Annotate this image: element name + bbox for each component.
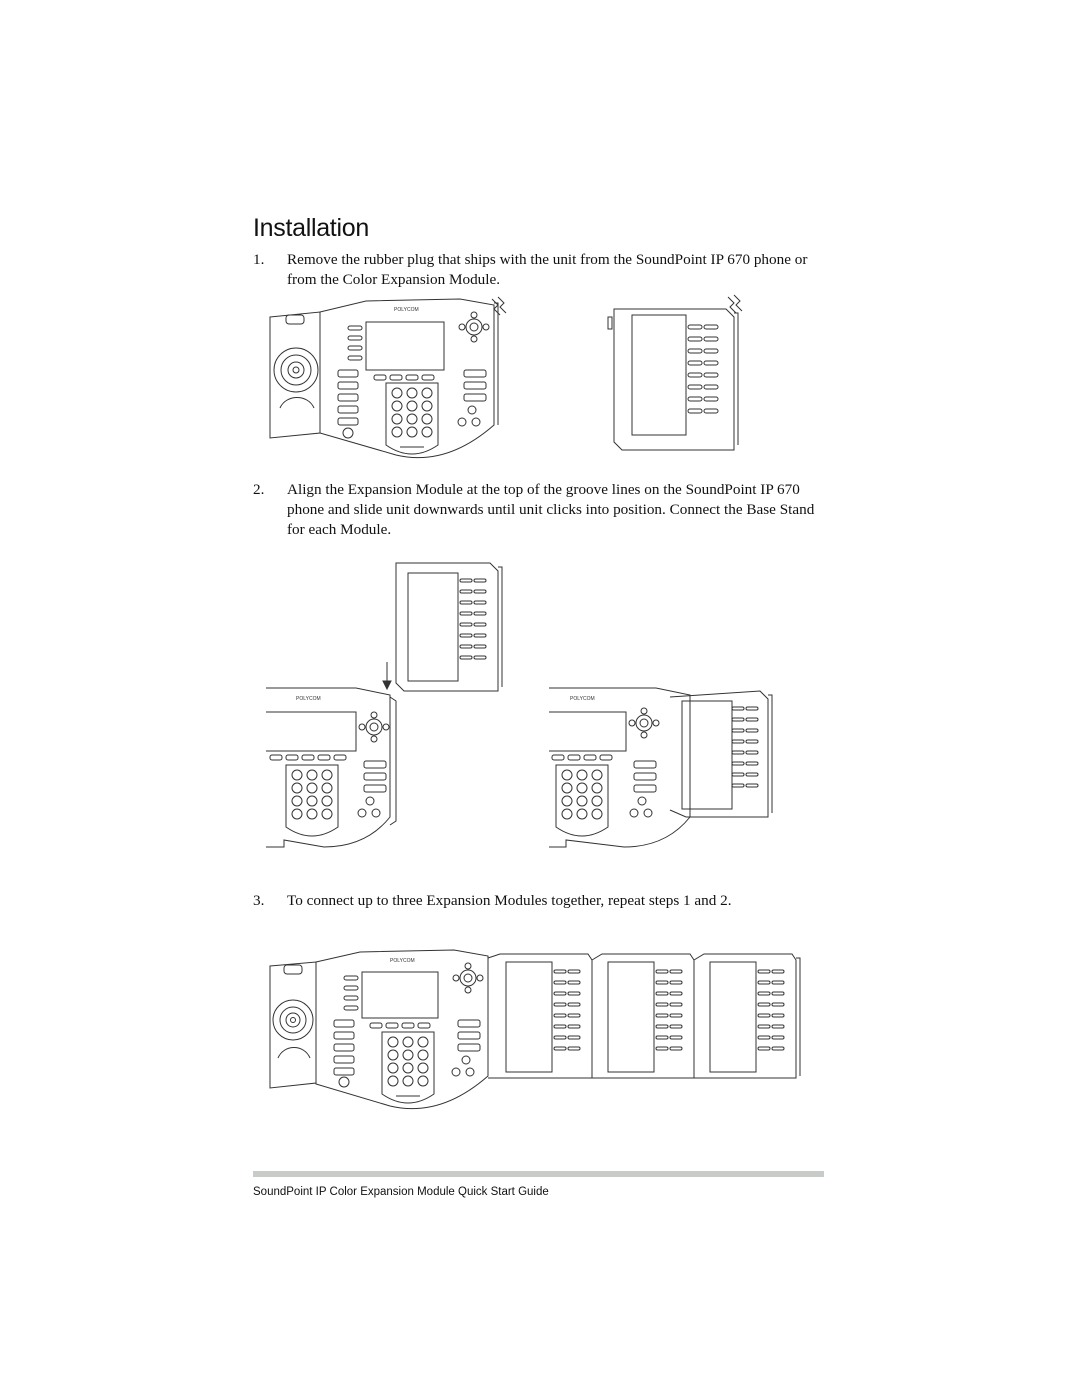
- phone-body: [320, 299, 494, 458]
- page-title: Installation: [253, 214, 369, 242]
- phone-screen: [366, 322, 444, 370]
- module-line-keys: [688, 325, 718, 413]
- plug-mark: [728, 297, 736, 313]
- module-screen: [408, 573, 458, 681]
- brand-logo-text: POLYCOM: [570, 696, 595, 702]
- phone-body: [549, 688, 690, 847]
- step-2: 2. Align the Expansion Module at the top…: [253, 480, 833, 540]
- expansion-module-3: [694, 954, 800, 1078]
- figure-phone-and-module: POLYCOM: [266, 295, 746, 470]
- step-text: To connect up to three Expansion Modules…: [287, 892, 732, 909]
- navigation-cluster-icon: [359, 712, 389, 742]
- phone-side-edge: [494, 303, 498, 425]
- line-keys: [348, 326, 362, 360]
- module-sliding-down: [396, 563, 502, 691]
- soft-keys: [270, 755, 346, 760]
- footer-rule: [253, 1171, 824, 1177]
- phone-with-handset: POLYCOM: [270, 299, 498, 458]
- module-screen: [682, 701, 732, 809]
- handset-outline: [270, 312, 320, 438]
- brand-logo-text: POLYCOM: [296, 696, 321, 702]
- right-function-keys: [452, 1020, 480, 1076]
- soft-keys: [552, 755, 612, 760]
- phone-screen: [266, 712, 356, 751]
- right-function-keys: [358, 761, 386, 817]
- module-screen: [506, 962, 552, 1072]
- module-line-keys: [732, 707, 758, 787]
- module-side-tab: [608, 317, 612, 329]
- figure-attach-module: POLYCOM POLYCOM: [266, 555, 776, 860]
- step-text: Remove the rubber plug that ships with t…: [287, 251, 808, 288]
- dial-keypad: [556, 765, 608, 836]
- attached-module-outline: [670, 691, 768, 817]
- module-outline: [592, 954, 694, 1078]
- expansion-module-1: [488, 954, 592, 1078]
- module-outline: [396, 563, 498, 691]
- brand-logo-text: POLYCOM: [390, 958, 415, 964]
- module-side-edge: [498, 567, 502, 687]
- expansion-module: [608, 295, 742, 450]
- step-number: 3.: [253, 892, 265, 909]
- step-text: Align the Expansion Module at the top of…: [287, 481, 815, 538]
- navigation-cluster-icon: [453, 963, 483, 993]
- hookswitch: [284, 965, 302, 974]
- hookswitch: [286, 315, 304, 324]
- phone-with-handset: POLYCOM: [270, 950, 488, 1109]
- left-function-keys: [338, 370, 358, 438]
- brand-logo-text: POLYCOM: [394, 307, 419, 313]
- handset-cradle-curve: [280, 398, 314, 409]
- navigation-cluster-icon: [459, 312, 489, 342]
- dial-keypad: [382, 1032, 434, 1103]
- groove-rail: [390, 697, 396, 825]
- step-number: 1.: [253, 251, 265, 268]
- phone-screen: [549, 712, 626, 751]
- speaker-grille-icon: [274, 348, 318, 392]
- module-side-edge: [734, 313, 738, 445]
- handset-outline: [270, 962, 316, 1088]
- plug-mark: [498, 297, 506, 313]
- navigation-cluster-icon: [629, 708, 659, 738]
- module-outline: [488, 954, 592, 1078]
- module-line-keys: [656, 970, 682, 1050]
- soft-keys: [374, 375, 434, 380]
- phone-body: [316, 950, 488, 1109]
- module-screen: [710, 962, 756, 1072]
- expansion-module-2: [592, 954, 694, 1078]
- line-keys: [344, 976, 358, 1010]
- plug-mark: [734, 295, 742, 311]
- plug-mark: [492, 299, 500, 315]
- figure-three-modules: POLYCOM: [266, 948, 806, 1114]
- step-number: 2.: [253, 481, 265, 498]
- phone-body: [266, 688, 390, 847]
- phone-screen: [362, 972, 438, 1018]
- soft-keys: [370, 1023, 430, 1028]
- dial-keypad: [286, 765, 338, 836]
- right-function-keys: [458, 370, 486, 426]
- step-1: 1. Remove the rubber plug that ships wit…: [253, 250, 833, 290]
- module-line-keys: [554, 970, 580, 1050]
- module-outline: [614, 309, 734, 450]
- down-arrow-icon: [383, 662, 391, 689]
- speaker-grille-icon: [273, 1000, 313, 1040]
- footer-text: SoundPoint IP Color Expansion Module Qui…: [253, 1186, 549, 1198]
- step-3: 3. To connect up to three Expansion Modu…: [253, 891, 833, 911]
- phone-with-attached-module: POLYCOM: [549, 688, 772, 847]
- dial-keypad: [386, 383, 438, 454]
- module-side-edge: [768, 695, 772, 813]
- module-line-keys: [460, 579, 486, 659]
- handset-cradle-curve: [278, 1048, 310, 1059]
- module-screen: [608, 962, 654, 1072]
- module-outline: [694, 954, 796, 1078]
- left-function-keys: [334, 1020, 354, 1087]
- module-side-edge: [796, 958, 800, 1076]
- phone-partial-left: POLYCOM: [266, 688, 396, 847]
- right-function-keys: [630, 761, 656, 817]
- module-line-keys: [758, 970, 784, 1050]
- module-screen: [632, 315, 686, 435]
